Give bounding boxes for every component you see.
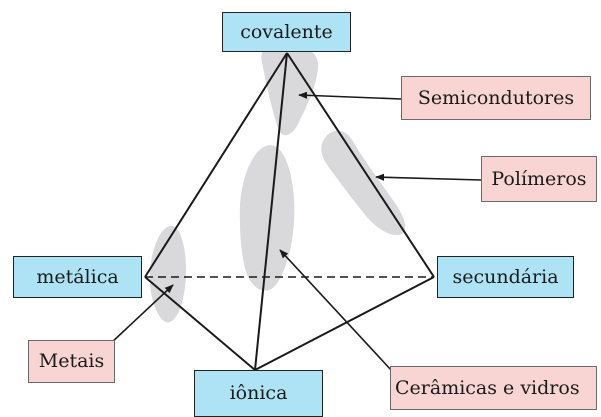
ceramics-region bbox=[239, 145, 295, 291]
edge-right-bottom bbox=[254, 276, 435, 371]
semicondutores-arrow bbox=[298, 91, 402, 100]
metais-label: Metais bbox=[28, 340, 115, 383]
edge-left-bottom bbox=[144, 276, 256, 371]
semiconductor-region bbox=[261, 42, 319, 136]
edge-top-right bbox=[286, 52, 435, 278]
polimeros-label: Polímeros bbox=[481, 156, 597, 202]
ionic-bond-label: iônica bbox=[194, 370, 323, 417]
ceramicas-arrow bbox=[279, 249, 393, 372]
polymer-region bbox=[321, 130, 406, 236]
ceramicas-label: Cerâmicas e vidros bbox=[390, 366, 597, 410]
edge-top-bottom bbox=[254, 52, 288, 371]
metallic-bond-label: metálica bbox=[13, 256, 142, 298]
edge-top-left bbox=[144, 52, 288, 278]
polimeros-arrow bbox=[375, 173, 482, 181]
semicondutores-label: Semicondutores bbox=[401, 76, 591, 120]
secondary-bond-label: secundária bbox=[437, 256, 574, 298]
covalent-bond-label: covalente bbox=[222, 12, 351, 52]
metais-arrow bbox=[109, 284, 174, 345]
